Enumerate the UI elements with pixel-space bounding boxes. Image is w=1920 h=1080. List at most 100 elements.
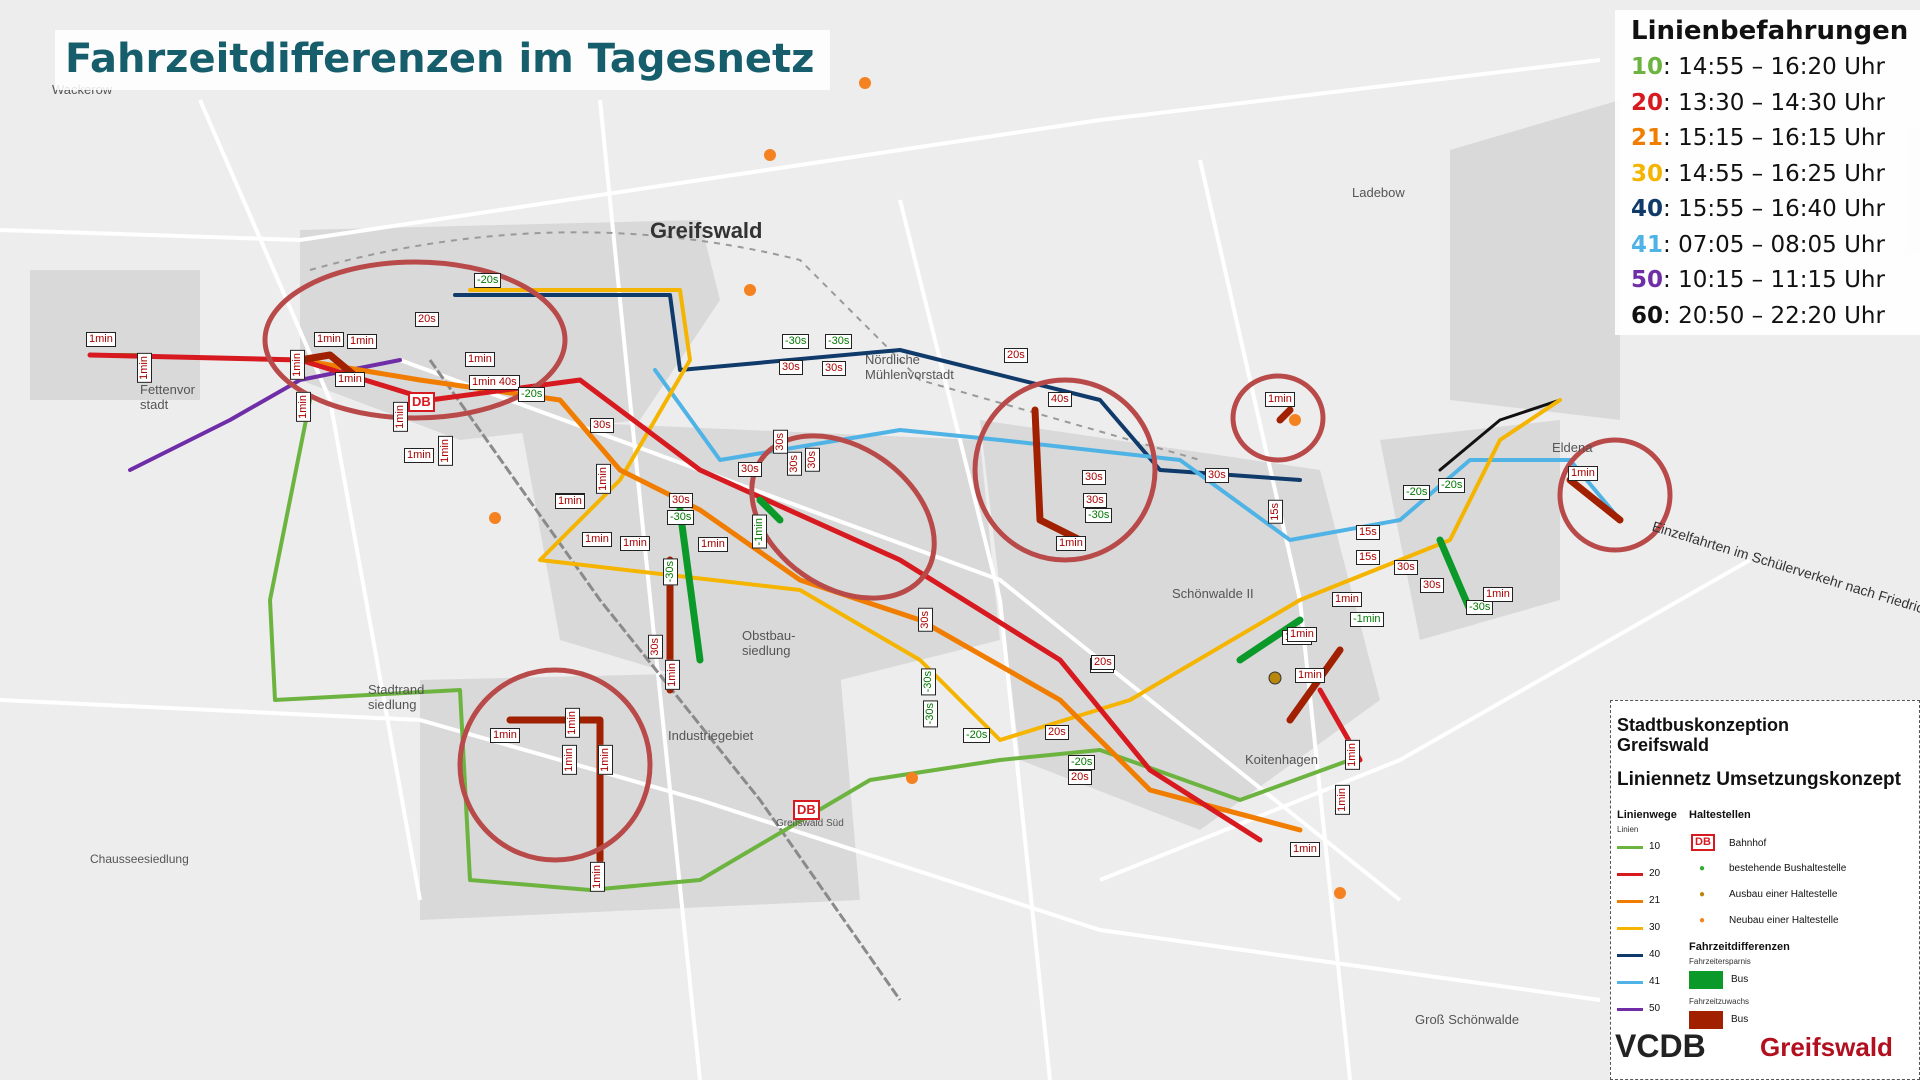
legend-stop-upgrade-icon: ●	[1699, 889, 1706, 900]
time-label: 1min	[1483, 587, 1513, 602]
time-label: 30s	[648, 635, 663, 659]
railway	[428, 359, 902, 1001]
line-schedule-row: 10: 14:55 – 16:20 Uhr	[1631, 50, 1920, 86]
legend-savings-bus: Bus	[1731, 974, 1749, 985]
time-label: 20s	[1004, 348, 1028, 363]
vcdb-logo: VCDB	[1615, 1028, 1706, 1064]
time-label: 40s	[1048, 392, 1072, 407]
place-fettenvorstadt: Fettenvor stadt	[140, 382, 195, 412]
circle-ladebow-stop	[1230, 373, 1326, 463]
line-time: : 15:55 – 16:40 Uhr	[1663, 196, 1885, 222]
line-time: : 14:55 – 16:20 Uhr	[1663, 54, 1885, 80]
station-badge-greifswald-sued: DB	[793, 800, 820, 820]
line-schedule-row: 50: 10:15 – 11:15 Uhr	[1631, 263, 1920, 299]
time-label: 1min	[1287, 627, 1317, 642]
legend-title-1: Stadtbuskonzeption	[1617, 715, 1789, 735]
time-label: 15s	[1356, 550, 1380, 565]
time-label: -20s	[1403, 485, 1431, 500]
line-time: : 20:50 – 22:20 Uhr	[1663, 302, 1885, 329]
circle-hauptbahnhof	[262, 259, 568, 421]
legend-stop-bahnhof: Bahnhof	[1729, 838, 1767, 849]
line-number: 30	[1631, 160, 1664, 187]
legend-bus-stop-icon: ●	[1699, 863, 1706, 874]
city-label: Greifswald	[650, 218, 763, 243]
time-label: 1min	[1290, 842, 1320, 857]
time-label: 30s	[1205, 468, 1229, 483]
legend-line-swatch-41	[1617, 981, 1643, 984]
time-label: 30s	[773, 430, 788, 454]
line-number: 50	[1631, 267, 1664, 293]
legend-subtitle: Liniennetz Umsetzungskonzept	[1617, 769, 1901, 790]
legend-line-number: 41	[1649, 976, 1661, 987]
time-label: 1min	[137, 353, 152, 383]
line-number: 60	[1631, 302, 1664, 329]
time-label: 30s	[590, 418, 614, 433]
time-label: 1min	[1345, 740, 1360, 770]
time-label: -30s	[1085, 508, 1113, 523]
legend-routes-heading: Linienwege	[1617, 809, 1677, 821]
legend-savings-swatch	[1689, 971, 1723, 989]
time-label: -30s	[923, 700, 938, 728]
time-label: 1min	[86, 332, 116, 347]
legend-line-number: 21	[1649, 895, 1661, 906]
route-segment-savings	[676, 496, 1474, 664]
legend-stop-existing: bestehende Bushaltestelle	[1729, 863, 1847, 874]
greifswald-university-logo: Greifswald	[1760, 1032, 1893, 1062]
line-time: : 15:15 – 16:15 Uhr	[1663, 125, 1885, 151]
time-label: 20s	[415, 312, 439, 327]
legend-stop-upgrade: Ausbau einer Haltestelle	[1729, 889, 1838, 900]
time-label: -20s	[474, 273, 502, 288]
time-label: 1min	[555, 494, 585, 509]
time-label: 1min	[1056, 536, 1086, 551]
time-label: -30s	[921, 668, 936, 696]
time-label: 15s	[1356, 525, 1380, 540]
line-time: : 14:55 – 16:25 Uhr	[1663, 160, 1885, 187]
line-schedule-row: 41: 07:05 – 08:05 Uhr	[1631, 228, 1920, 264]
time-label: 1min	[596, 464, 611, 494]
page-title: Fahrzeitdifferenzen im Tagesnetz	[55, 30, 831, 90]
time-label: -30s	[667, 510, 695, 525]
line-schedule-heading: Linienbefahrungen	[1631, 16, 1909, 46]
time-label: 20s	[1045, 725, 1069, 740]
time-label: -20s	[518, 387, 546, 402]
route-segment-increase	[296, 351, 1624, 864]
time-label: 1min	[665, 660, 680, 690]
legend-line-number: 50	[1649, 1003, 1661, 1014]
line-schedule-row: 60: 20:50 – 22:20 Uhr	[1631, 299, 1920, 335]
legend-db-badge: DB	[1691, 834, 1715, 851]
time-label: 20s	[1091, 655, 1115, 670]
legend-line-swatch-50	[1617, 1008, 1643, 1011]
time-label: 30s	[1083, 493, 1107, 508]
time-label: 30s	[1420, 578, 1444, 593]
legend-increase-bus: Bus	[1731, 1014, 1749, 1025]
time-label: 1min	[290, 350, 305, 380]
line-time: : 10:15 – 11:15 Uhr	[1663, 267, 1885, 293]
time-label: 1min	[565, 708, 580, 738]
legend-increase-label: Fahrzeitzuwachs	[1689, 997, 1750, 1006]
time-label: -20s	[963, 728, 991, 743]
legend-savings-label: Fahrzeitersparnis	[1689, 957, 1751, 966]
time-label: 1min	[1332, 592, 1362, 607]
time-label: -30s	[782, 334, 810, 349]
line-number: 21	[1631, 125, 1664, 151]
place-stadtrandsiedlung: Stadtrand siedlung	[368, 682, 425, 712]
place-ladebow: Ladebow	[1352, 185, 1405, 200]
map-legend: Stadtbuskonzeption Greifswald Liniennetz…	[1610, 700, 1920, 1080]
time-label: 1min	[404, 448, 434, 463]
time-label: 15s	[1268, 500, 1283, 524]
bus-stops	[489, 77, 1346, 899]
line-schedule-row: 21: 15:15 – 16:15 Uhr	[1631, 121, 1920, 157]
time-label: -1min	[752, 515, 767, 549]
time-label: -30s	[825, 334, 853, 349]
time-label: 1min	[562, 745, 577, 775]
time-label: 1min	[296, 392, 311, 422]
place-noerdliche-muehlenvorstadt: Nördliche Mühlenvorstadt	[865, 352, 954, 382]
legend-line-number: 30	[1649, 922, 1661, 933]
time-label: 1min	[1335, 785, 1350, 815]
time-label: 30s	[1394, 560, 1418, 575]
legend-stops-heading: Haltestellen	[1689, 809, 1751, 821]
time-label: 1min	[598, 745, 613, 775]
time-label: 20s	[1068, 770, 1092, 785]
